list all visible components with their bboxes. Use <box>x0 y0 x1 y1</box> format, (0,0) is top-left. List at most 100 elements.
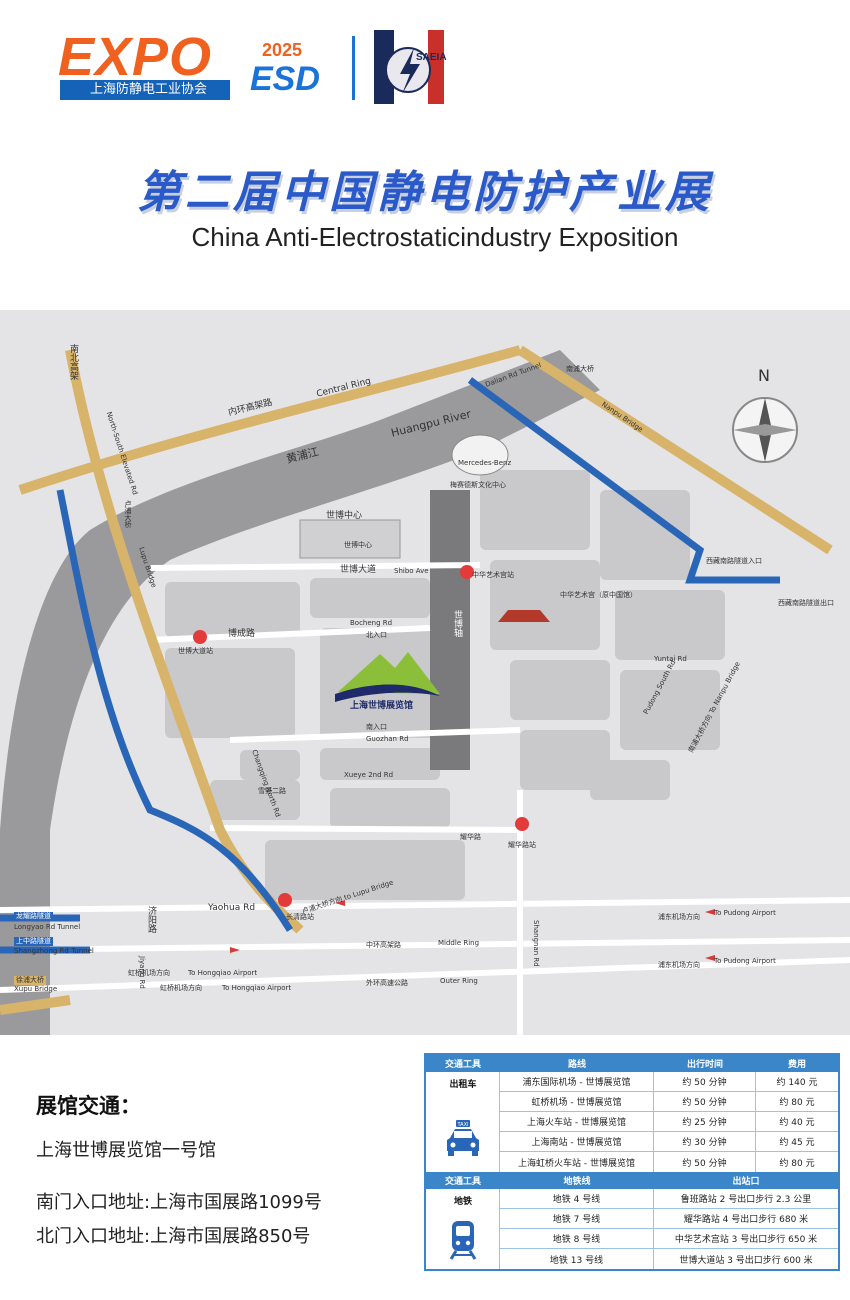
metro-line: 地铁 13 号线 <box>500 1249 654 1269</box>
taxi-fee: 约 140 元 <box>776 1078 818 1088</box>
label-yaohua-station: 耀华路站 <box>508 841 536 849</box>
label-shibo-ave-en: Shibo Ave <box>394 567 429 575</box>
north-gate-address: 北门入口地址:上海市国展路850号 <box>36 1226 311 1247</box>
label-xizang-south-exit: 西藏南路隧道出口 <box>778 599 834 607</box>
taxi-route: 上海南站 - 世博展览馆 <box>500 1132 654 1151</box>
association-name: 上海防静电工业协会 <box>90 82 208 97</box>
label-xupu-bridge-en: Xupu Bridge <box>14 985 58 993</box>
label-expo-center: 世博中心 <box>326 511 363 521</box>
metro-exit: 鲁班路站 2 号出口步行 2.3 公里 <box>680 1195 812 1205</box>
metro-exit: 耀华路站 4 号出口步行 680 米 <box>683 1215 809 1225</box>
huangpu-river <box>0 350 600 830</box>
compass-north-label: N <box>758 366 770 385</box>
year-label: 2025 <box>262 40 303 60</box>
label-pudong-airport-en-1: To Pudong Airport <box>714 909 776 917</box>
taxi-route: 上海虹桥火车站 - 世博展览馆 <box>500 1152 654 1172</box>
city-blocks <box>165 470 725 900</box>
label-hongqiao-cn-2: 虹桥机场方向 <box>160 984 202 992</box>
label-nanpu-bridge-cn: 南浦大桥 <box>566 365 594 373</box>
header-line: 地铁线 <box>563 1177 591 1187</box>
label-china-art-museum-station: 中华艺术宫站 <box>472 571 514 579</box>
table-row: 上海南站 - 世博展览馆 约 30 分钟 约 45 元 <box>500 1132 838 1152</box>
route-table: 交通工具 路线 出行时间 费用 出租车 TAXI 浦东国际机场 - 世博展览馆 … <box>424 1053 840 1271</box>
transport-heading: 展馆交通： <box>36 1094 141 1118</box>
label-bocheng-rd-en: Bocheng Rd <box>350 619 393 627</box>
venue-hall-name: 上海世博展览馆一号馆 <box>36 1140 216 1161</box>
label-jiyang-rd-cn: 济阳路 <box>146 906 156 933</box>
label-north-gate: 北入口 <box>366 631 387 639</box>
label-pudong-airport-cn-2: 浦东机场方向 <box>658 961 700 969</box>
table-row: 地铁 4 号线 鲁班路站 2 号出口步行 2.3 公里 <box>500 1189 838 1209</box>
metro-exit: 世博大道站 3 号出口步行 600 米 <box>679 1255 813 1266</box>
local-roads <box>0 562 850 1035</box>
label-shangzhong-tunnel-en: Shangzhong Rd Tunnel <box>14 947 94 955</box>
logo-row: EXPO 上海防静电工业协会 2025 ESD SAEIA <box>0 0 850 120</box>
taxi-mode-label: 出租车 <box>449 1080 477 1090</box>
label-expo-axis: 世博轴 <box>452 610 462 637</box>
label-changqing-station: 长清路站 <box>286 913 314 921</box>
taxi-table-header: 交通工具 路线 出行时间 费用 <box>426 1055 838 1072</box>
china-pavilion-icon <box>498 610 550 622</box>
label-outer-ring-cn: 外环高速公路 <box>366 979 408 987</box>
label-longyao-tunnel-en: Longyao Rd Tunnel <box>14 923 81 931</box>
taxi-route: 虹桥机场 - 世博展览馆 <box>500 1092 654 1111</box>
association-banner <box>60 80 230 100</box>
page-title-english: China Anti-Electrostaticindustry Exposit… <box>191 222 679 252</box>
saeia-logo-label: SAEIA <box>416 52 447 63</box>
header-mode: 交通工具 <box>444 1177 481 1187</box>
label-pudong-airport-cn-1: 浦东机场方向 <box>658 913 700 921</box>
taxi-rows: 浦东国际机场 - 世博展览馆 约 50 分钟 约 140 元 虹桥机场 - 世博… <box>500 1072 838 1172</box>
label-mercedes-arena: Mercedes-Benz <box>458 459 512 467</box>
label-outer-ring-en: Outer Ring <box>440 977 478 985</box>
metro-line: 地铁 7 号线 <box>500 1209 654 1228</box>
metro-line: 地铁 8 号线 <box>500 1229 654 1248</box>
header-fee: 费用 <box>787 1060 806 1070</box>
metro-station-icons <box>193 565 529 907</box>
header-exit: 出站口 <box>732 1177 760 1187</box>
header-route: 路线 <box>567 1060 586 1070</box>
label-shangzhong-tunnel-cn: 上中路隧道 <box>14 937 53 946</box>
label-yaohua-rd-en: Yaohua Rd <box>208 903 256 913</box>
header-mode: 交通工具 <box>444 1060 481 1070</box>
label-hongqiao-en-1: To Hongqiao Airport <box>188 969 258 977</box>
table-row: 虹桥机场 - 世博展览馆 约 50 分钟 约 80 元 <box>500 1092 838 1112</box>
label-shibo-station: 世博大道站 <box>178 647 213 655</box>
table-row: 地铁 7 号线 耀华路站 4 号出口步行 680 米 <box>500 1209 838 1229</box>
taxi-icon-label: TAXI <box>457 1122 469 1128</box>
metro-mode-label: 地铁 <box>453 1197 472 1207</box>
taxi-time: 约 50 分钟 <box>654 1152 756 1172</box>
label-yuntai-rd: Yuntai Rd <box>654 655 687 663</box>
label-yaohua-rd-cn: 耀华路 <box>460 833 481 841</box>
table-row: 上海火车站 - 世博展览馆 约 25 分钟 约 40 元 <box>500 1112 838 1132</box>
taxi-fee: 约 40 元 <box>779 1118 815 1128</box>
label-guozhan-rd-en: Guozhan Rd <box>366 735 409 743</box>
expo-logo-text: EXPO <box>58 27 213 87</box>
expo-axis-structure <box>430 490 470 770</box>
metro-train-icon <box>449 1221 477 1260</box>
label-xizang-south-tunnel: 西藏南路隧道入口 <box>706 557 762 565</box>
taxi-time: 约 50 分钟 <box>654 1092 756 1111</box>
venue-mountain-icon <box>335 652 440 702</box>
label-xueye-rd-en: Xueye 2nd Rd <box>344 771 394 779</box>
label-mercedes-arena-sub: 梅赛德斯文化中心 <box>450 481 506 489</box>
south-gate-address: 南门入口地址:上海市国展路1099号 <box>36 1192 322 1213</box>
table-row: 地铁 13 号线 世博大道站 3 号出口步行 600 米 <box>500 1249 838 1269</box>
taxi-block: 出租车 TAXI 浦东国际机场 - 世博展览馆 约 50 分钟 约 140 元 … <box>426 1072 838 1172</box>
metro-line: 地铁 4 号线 <box>500 1189 654 1208</box>
label-hongqiao-en-2: To Hongqiao Airport <box>222 984 292 992</box>
taxi-time: 约 25 分钟 <box>654 1112 756 1131</box>
table-row: 上海虹桥火车站 - 世博展览馆 约 50 分钟 约 80 元 <box>500 1152 838 1172</box>
label-bocheng-rd-cn: 博成路 <box>228 629 256 639</box>
compass-icon <box>732 397 798 463</box>
header-time: 出行时间 <box>686 1060 723 1070</box>
label-shibo-ave-cn: 世博大道 <box>340 565 377 575</box>
metro-exit: 中华艺术宫站 3 号出口步行 650 米 <box>674 1235 818 1245</box>
label-xueye-rd-cn: 雪野二路 <box>258 787 286 795</box>
label-lupu-bridge-cn: 卢浦大桥 <box>124 500 132 528</box>
direction-arrows <box>230 900 715 961</box>
label-jiyang-rd-en: Jiyang Rd <box>138 956 146 989</box>
label-china-pavilion: 中华艺术宫（原中国馆） <box>560 591 637 599</box>
logo-divider <box>352 36 355 100</box>
taxi-route: 上海火车站 - 世博展览馆 <box>500 1112 654 1131</box>
label-hongqiao-cn-1: 虹桥机场方向 <box>128 969 170 977</box>
